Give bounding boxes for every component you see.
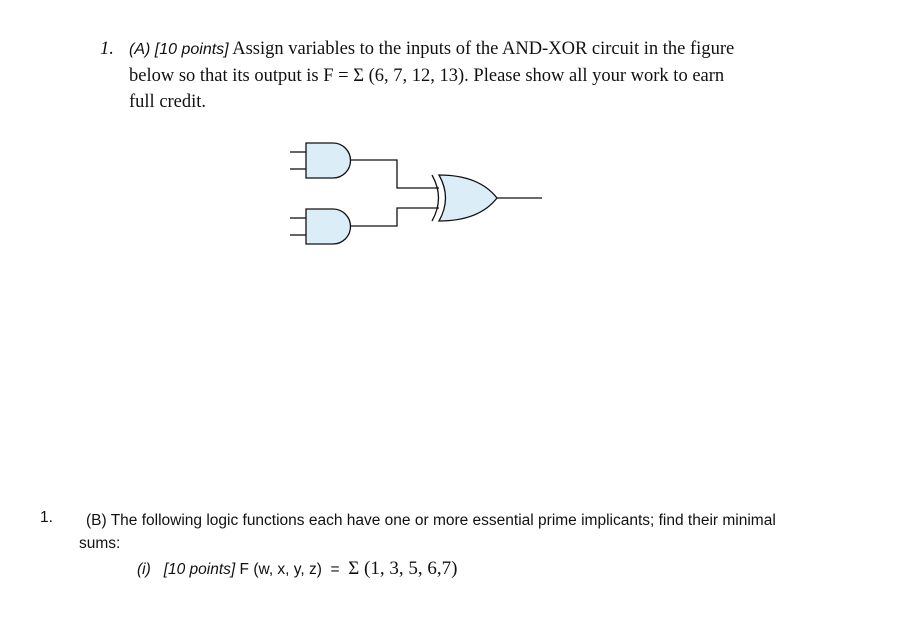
item-i-points: [10 points] — [163, 561, 236, 578]
xor-gate — [437, 174, 498, 222]
and-xor-circuit-diagram — [290, 142, 542, 245]
question-a-label: (A) [10 points] — [129, 41, 229, 58]
and-gate-2 — [305, 208, 352, 245]
item-i-equals: = — [330, 561, 340, 578]
question-b-item-i: (i) [10 points] F (w, x, y, z) = Σ (1, 3… — [137, 558, 457, 580]
question-b-number: 1. — [40, 509, 53, 526]
xor-gate-back-curve — [431, 174, 440, 222]
question-a-number: 1. — [100, 39, 114, 59]
question-a-text-line3: full credit. — [129, 92, 207, 112]
item-i-label: (i) — [137, 561, 151, 578]
and-gate-1 — [305, 142, 352, 179]
wire-and1-to-xor — [350, 159, 439, 189]
item-i-function: F (w, x, y, z) — [239, 561, 322, 578]
item-i-expression: Σ (1, 3, 5, 6,7) — [348, 558, 458, 579]
question-b-text: (B) The following logic functions each h… — [79, 512, 776, 552]
question-a-body: (A) [10 points] Assign variables to the … — [129, 36, 789, 115]
wire-and2-to-xor — [350, 207, 439, 227]
question-a-text-line1: Assign variables to the inputs of the AN… — [232, 39, 735, 59]
question-a-text-line2: below so that its output is F = Σ (6, 7,… — [129, 66, 725, 86]
